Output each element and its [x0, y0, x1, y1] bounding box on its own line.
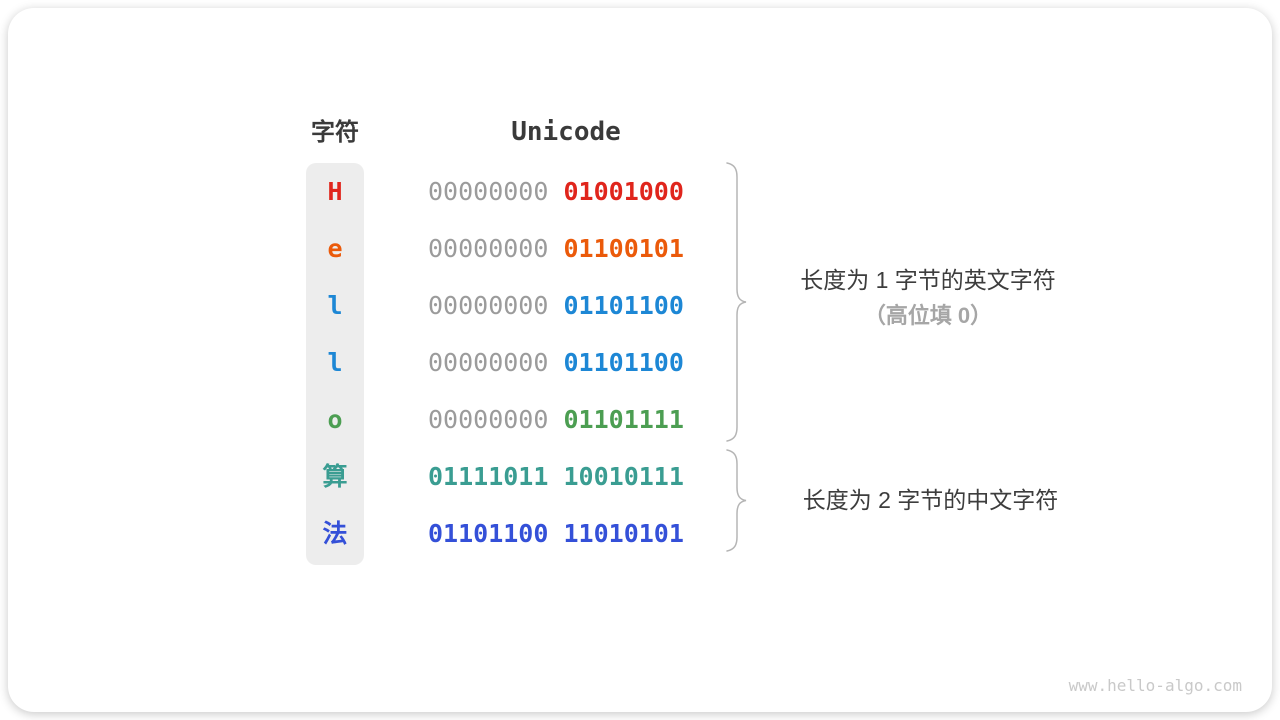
- english-chars-annotation-text: 长度为 1 字节的英文字符: [800, 267, 1056, 293]
- low-byte: 01001000: [563, 177, 684, 206]
- low-byte: 01101100: [563, 348, 684, 377]
- low-byte: 01101111: [563, 405, 684, 434]
- watermark: www.hello-algo.com: [1068, 676, 1242, 695]
- high-byte: 01101100: [428, 519, 549, 548]
- chinese-chars-annotation-text: 长度为 2 字节的中文字符: [802, 487, 1059, 513]
- byte-gap: [548, 462, 563, 491]
- unicode-binary-cell: 00000000 01001000: [428, 175, 684, 209]
- high-byte: 00000000: [428, 177, 549, 206]
- character-cell: e: [327, 234, 343, 263]
- high-byte: 01111011: [428, 462, 549, 491]
- figure-card: 字符 Unicode H 00000000 01001000 e 0000000…: [8, 8, 1272, 712]
- character-cell: l: [327, 348, 343, 377]
- low-byte: 10010111: [563, 462, 684, 491]
- encoding-row: 法 01101100 11010101: [8, 517, 1272, 551]
- character-cell: 算: [322, 462, 348, 491]
- high-byte: 00000000: [428, 348, 549, 377]
- high-byte: 00000000: [428, 405, 549, 434]
- english-chars-annotation-note: （高位填 0）: [863, 303, 993, 328]
- chinese-rows-brace-icon: [726, 449, 747, 552]
- low-byte: 11010101: [563, 519, 684, 548]
- encoding-row: l 00000000 01101100: [8, 346, 1272, 380]
- byte-gap: [548, 405, 563, 434]
- high-byte: 00000000: [428, 291, 549, 320]
- character-cell: l: [327, 291, 343, 320]
- byte-gap: [548, 177, 563, 206]
- encoding-row: 算 01111011 10010111: [8, 460, 1272, 494]
- low-byte: 01101100: [563, 291, 684, 320]
- english-chars-annotation: 长度为 1 字节的英文字符 （高位填 0）: [758, 266, 1098, 330]
- byte-gap: [548, 519, 563, 548]
- low-byte: 01100101: [563, 234, 684, 263]
- high-byte: 00000000: [428, 234, 549, 263]
- english-rows-brace-icon: [726, 162, 747, 442]
- unicode-binary-cell: 01101100 11010101: [428, 517, 684, 551]
- byte-gap: [548, 291, 563, 320]
- character-cell: o: [327, 405, 343, 434]
- encoding-row: l 00000000 01101100: [8, 289, 1272, 323]
- character-cell: 法: [322, 519, 348, 548]
- unicode-column-header: Unicode: [511, 117, 621, 147]
- unicode-binary-cell: 00000000 01101100: [428, 346, 684, 380]
- byte-gap: [548, 234, 563, 263]
- character-cell: H: [327, 177, 343, 206]
- unicode-binary-cell: 00000000 01100101: [428, 232, 684, 266]
- unicode-binary-cell: 00000000 01101111: [428, 403, 684, 437]
- char-column-header: 字符: [311, 119, 359, 146]
- unicode-binary-cell: 01111011 10010111: [428, 460, 684, 494]
- chinese-chars-annotation: 长度为 2 字节的中文字符: [758, 486, 1103, 514]
- encoding-row: e 00000000 01100101: [8, 232, 1272, 266]
- char-column-background: [306, 163, 364, 565]
- unicode-binary-cell: 00000000 01101100: [428, 289, 684, 323]
- encoding-row: H 00000000 01001000: [8, 175, 1272, 209]
- encoding-row: o 00000000 01101111: [8, 403, 1272, 437]
- byte-gap: [548, 348, 563, 377]
